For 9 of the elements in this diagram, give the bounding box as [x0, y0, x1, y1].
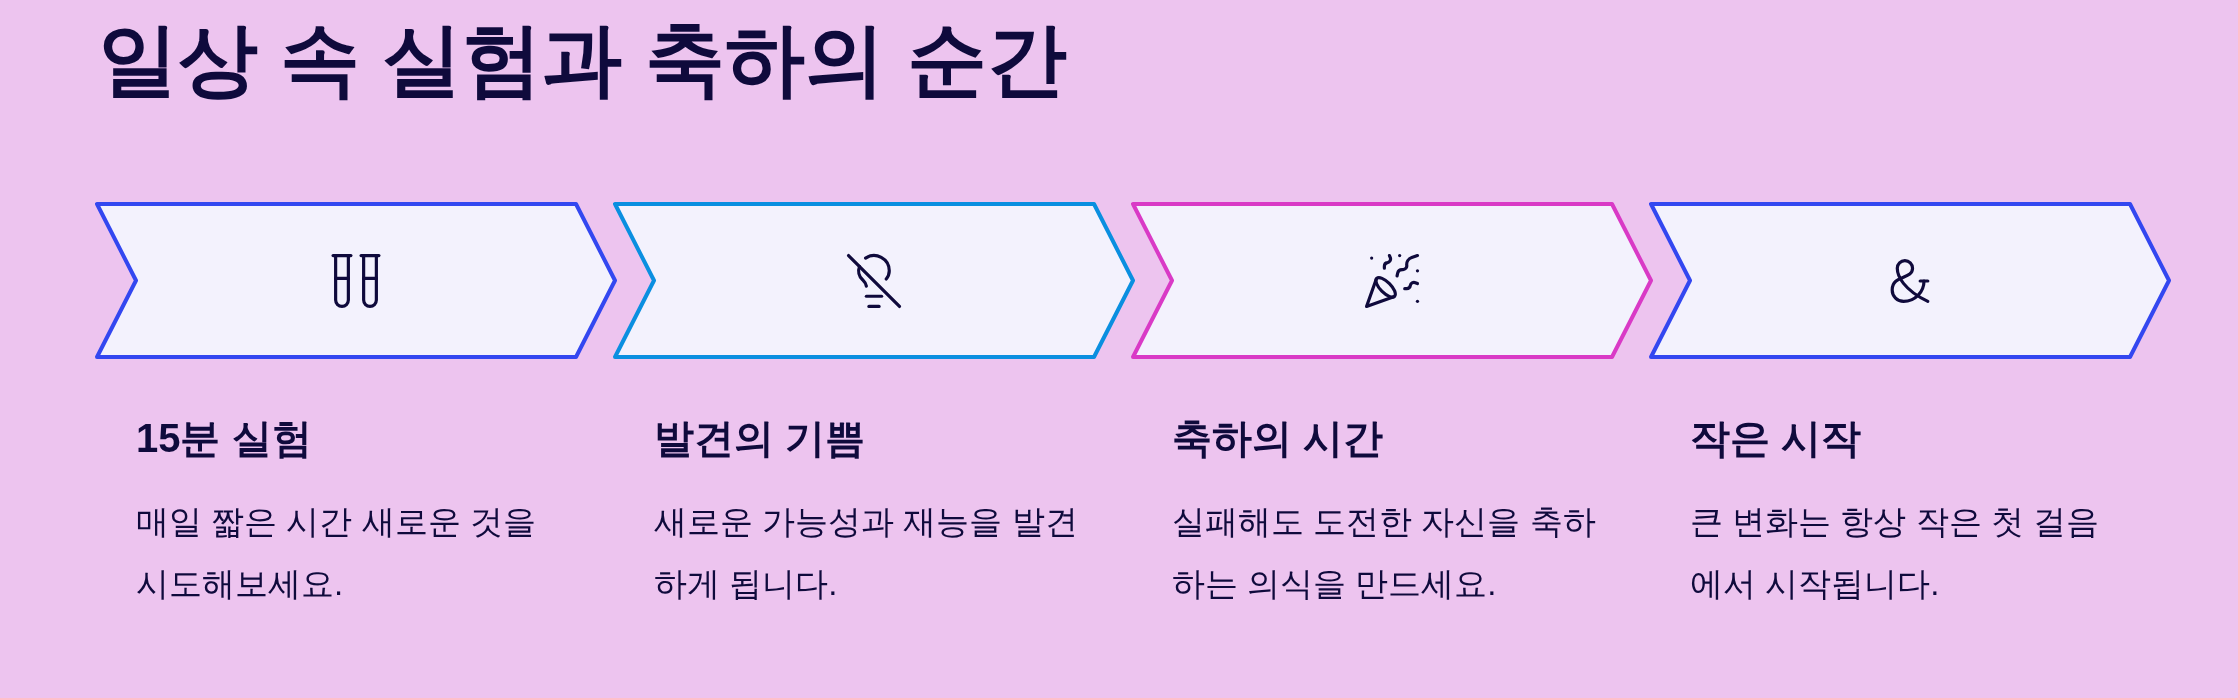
step-description: 큰 변화는 항상 작은 첫 걸음에서 시작됩니다.: [1690, 502, 2100, 604]
step-description: 실패해도 도전한 자신을 축하하는 의식을 만드세요.: [1172, 502, 1597, 604]
step-heading: 발견의 기쁨: [654, 415, 866, 462]
step-heading: 작은 시작: [1690, 415, 1862, 462]
step-heading: 15분 실험: [136, 415, 312, 462]
step-description: 매일 짧은 시간 새로운 것을 시도해보세요.: [136, 502, 537, 604]
page-title: 일상 속 실험과 축하의 순간: [98, 14, 1067, 106]
step-heading: 축하의 시간: [1172, 415, 1384, 462]
step-description: 새로운 가능성과 재능을 발견하게 됩니다.: [654, 502, 1079, 604]
